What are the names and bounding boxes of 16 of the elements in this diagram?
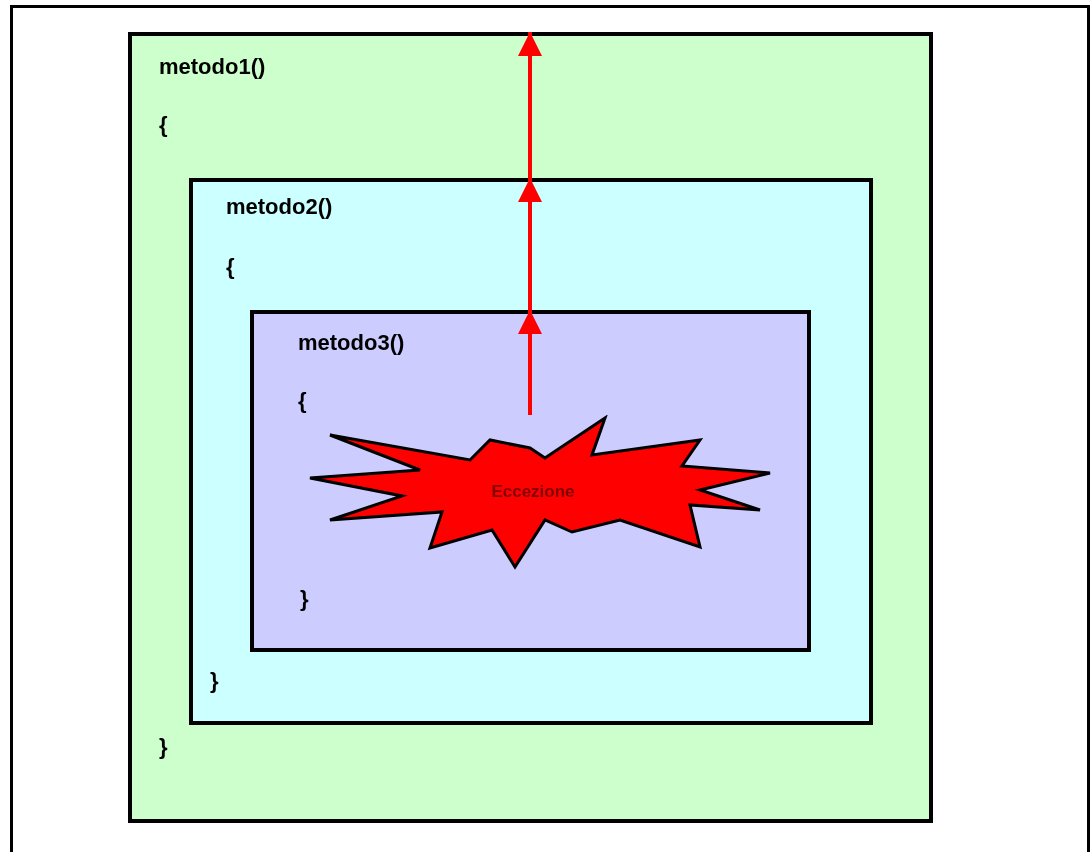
method-box <box>189 178 873 725</box>
arrow <box>518 178 542 310</box>
opening-brace: { <box>226 254 235 280</box>
method-signature: metodo1() <box>159 54 266 80</box>
closing-brace: } <box>300 586 309 612</box>
closing-brace: } <box>159 734 168 760</box>
opening-brace: { <box>159 112 168 138</box>
method-signature: metodo2() <box>226 194 333 220</box>
arrow <box>518 310 542 415</box>
arrow <box>518 32 542 178</box>
closing-brace: } <box>210 668 219 694</box>
method-box <box>250 310 811 652</box>
method-signature: metodo3() <box>298 330 405 356</box>
method-box <box>128 32 933 823</box>
opening-brace: { <box>298 388 307 414</box>
exception-label: Eccezione <box>491 482 575 502</box>
